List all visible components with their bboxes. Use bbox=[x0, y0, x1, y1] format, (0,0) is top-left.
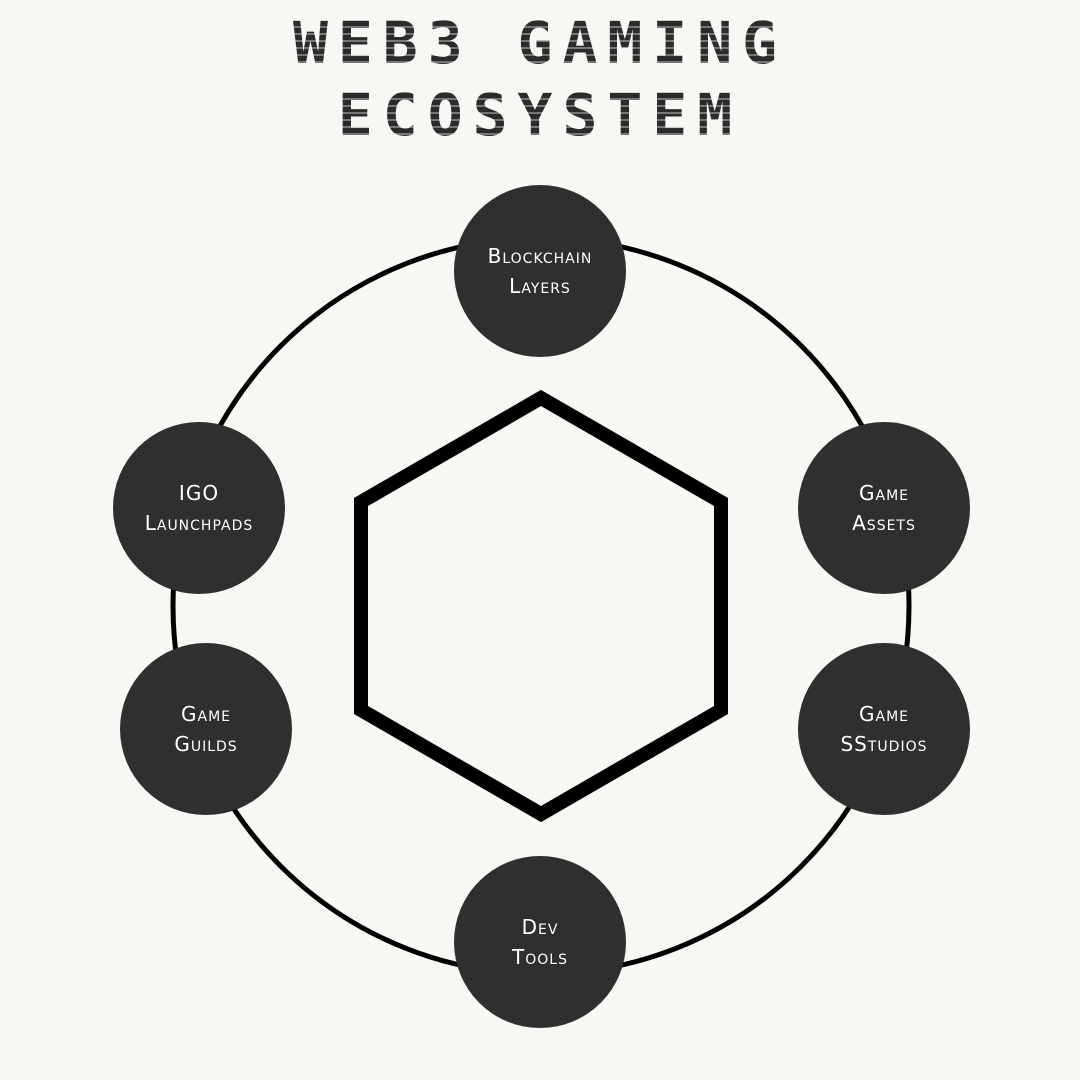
node-game-guilds-line2: Guilds bbox=[174, 732, 238, 756]
page-title: WEB3 GAMING ECOSYSTEM bbox=[0, 14, 1080, 158]
node-game-assets: Game Assets bbox=[798, 422, 970, 594]
node-dev-tools: Dev Tools bbox=[454, 856, 626, 1028]
node-igo-launchpads: IGO Launchpads bbox=[113, 422, 285, 594]
node-blockchain-layers: Blockchain Layers bbox=[454, 185, 626, 357]
node-game-guilds: Game Guilds bbox=[120, 643, 292, 815]
node-igo-launchpads-line2: Launchpads bbox=[144, 511, 254, 535]
node-game-studios-line2: SStudios bbox=[840, 732, 928, 756]
node-game-assets-line1: Game bbox=[859, 481, 909, 505]
node-game-studios: Game SStudios bbox=[798, 643, 970, 815]
node-game-guilds-line1: Game bbox=[181, 702, 231, 726]
node-dev-tools-line1: Dev bbox=[521, 915, 559, 939]
node-blockchain-layers-line1: Blockchain bbox=[487, 244, 593, 268]
node-game-assets-line2: Assets bbox=[852, 511, 916, 535]
node-blockchain-layers-line2: Layers bbox=[509, 274, 571, 298]
title-line-1: WEB3 GAMING bbox=[0, 14, 1080, 72]
center-hexagon bbox=[354, 389, 728, 823]
title-line-2: ECOSYSTEM bbox=[0, 86, 1080, 144]
node-igo-launchpads-line1: IGO bbox=[178, 481, 220, 505]
node-dev-tools-line2: Tools bbox=[512, 945, 568, 969]
node-game-studios-line1: Game bbox=[859, 702, 909, 726]
